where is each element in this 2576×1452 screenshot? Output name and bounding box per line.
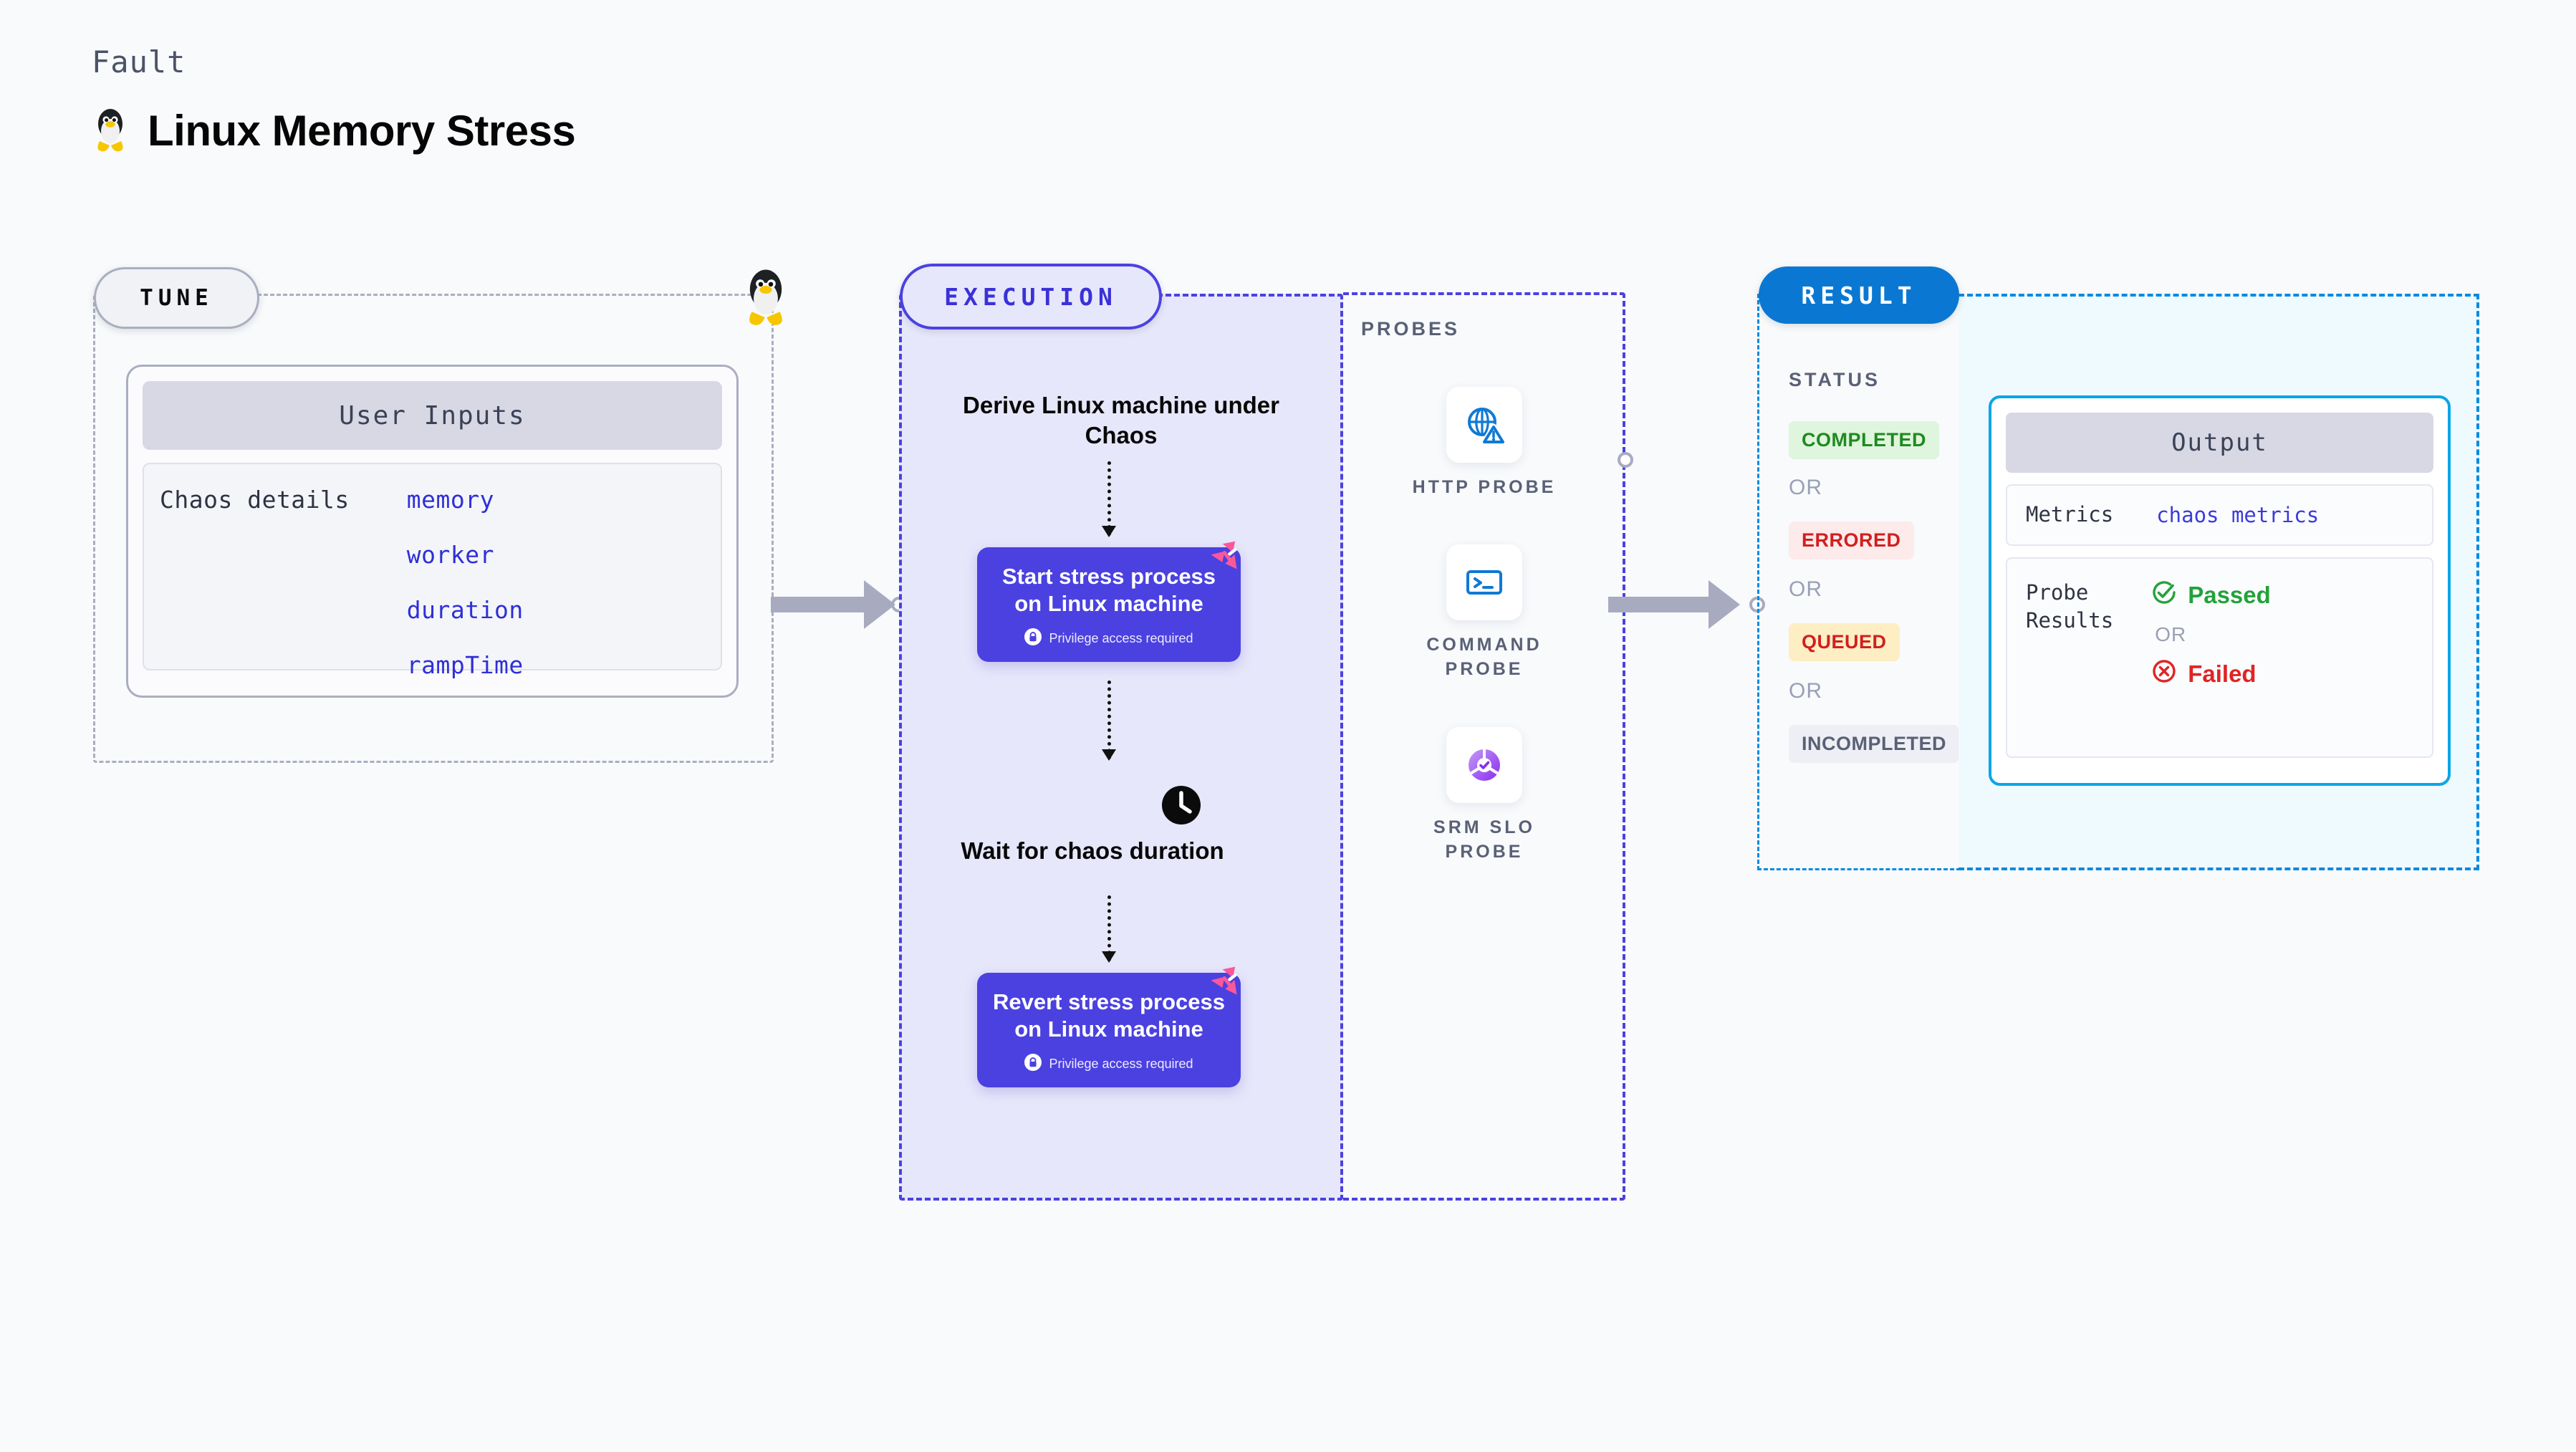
- title-row: Linux Memory Stress: [92, 105, 576, 156]
- probe-http-label: HTTP PROBE: [1412, 477, 1557, 497]
- execution-wait-label: Wait for chaos duration: [961, 837, 1224, 864]
- connector-arrowhead-probes-result: [1708, 580, 1740, 629]
- status-badge-label: COMPLETED: [1789, 421, 1940, 459]
- harness-ribbon-icon: [1211, 539, 1251, 574]
- connector-arrow-tune-exec: [771, 597, 864, 612]
- linux-tux-icon: [92, 105, 129, 156]
- x-circle-icon: [2150, 658, 2178, 691]
- connector-arrow-probes-result: [1608, 597, 1708, 612]
- chaos-param-worker[interactable]: worker: [406, 541, 494, 569]
- check-circle-icon: [2150, 579, 2178, 612]
- output-probe-results-row: Probe Results Passed OR: [2006, 557, 2433, 758]
- execution-step-note: Privilege access required: [1049, 630, 1193, 645]
- probe-srm-slo-label: SRM SLO PROBE: [1433, 817, 1535, 862]
- execution-step-start[interactable]: Start stress process on Linux machine Pr…: [977, 541, 1241, 662]
- execution-step-note: Privilege access required: [1049, 1056, 1193, 1071]
- status-badge-errored: ERRORED: [1789, 521, 1914, 559]
- slo-donut-check-icon: [1446, 727, 1522, 803]
- output-card: Output Metrics chaos metrics Probe Resul…: [1989, 395, 2451, 786]
- flow-arrow-wait-to-revert: [1102, 895, 1116, 963]
- execution-wait-node: Wait for chaos duration: [961, 784, 1363, 866]
- status-badge-completed: COMPLETED: [1789, 421, 1940, 459]
- status-badge-incompleted: INCOMPLETED: [1789, 725, 1960, 763]
- globe-warning-icon: [1446, 387, 1522, 463]
- page-title: Linux Memory Stress: [148, 107, 576, 155]
- probe-command[interactable]: COMMAND PROBE: [1398, 544, 1570, 682]
- status-or-3: OR: [1789, 679, 1822, 703]
- chaos-details-label: Chaos details: [160, 486, 350, 514]
- chaos-params-list: memory worker duration rampTime: [406, 486, 524, 679]
- output-probe-results-key: Probe Results: [2026, 580, 2114, 633]
- status-title: STATUS: [1789, 369, 1880, 390]
- flow-arrow-start-to-wait: [1102, 681, 1116, 761]
- execution-step-note-row: Privilege access required: [990, 1053, 1228, 1074]
- probe-http[interactable]: HTTP PROBE: [1398, 387, 1570, 500]
- probe-result-failed: Failed: [2150, 658, 2271, 691]
- execution-step-title: Revert stress process on Linux machine: [993, 989, 1225, 1042]
- status-badge-label: ERRORED: [1789, 521, 1914, 559]
- chaos-details-panel: Chaos details memory worker duration ram…: [143, 463, 722, 679]
- derive-step-label: Derive Linux machine under Chaos: [963, 392, 1279, 449]
- clock-icon: [1160, 784, 1202, 826]
- output-metrics-row: Metrics chaos metrics: [2006, 484, 2433, 546]
- connector-dot-probes-out: [1618, 452, 1633, 468]
- user-inputs-header: User Inputs: [143, 381, 722, 450]
- page-header: Fault Linux Memory Stress: [92, 44, 576, 156]
- probe-result-failed-label: Failed: [2188, 660, 2257, 687]
- probe-result-passed: Passed: [2150, 579, 2271, 612]
- user-inputs-card: User Inputs Chaos details memory worker …: [126, 365, 739, 698]
- terminal-icon: [1446, 544, 1522, 620]
- execution-step-revert[interactable]: Revert stress process on Linux machine P…: [977, 966, 1241, 1087]
- execution-step-title: Start stress process on Linux machine: [1001, 564, 1216, 617]
- result-pill-label[interactable]: RESULT: [1759, 266, 1959, 324]
- chaos-param-memory[interactable]: memory: [406, 486, 494, 514]
- status-or-1: OR: [1789, 476, 1822, 499]
- tune-section: [93, 294, 774, 763]
- probe-result-or: OR: [2155, 623, 2187, 645]
- output-probe-results-values: Passed OR Failed: [2150, 579, 2271, 756]
- output-header: Output: [2006, 413, 2433, 473]
- status-badge-label: INCOMPLETED: [1789, 725, 1960, 763]
- probe-srm-slo[interactable]: SRM SLO PROBE: [1398, 727, 1570, 865]
- probe-command-label: COMMAND PROBE: [1426, 635, 1542, 679]
- lock-icon: [1024, 1053, 1042, 1074]
- fault-kicker: Fault: [92, 44, 186, 80]
- lock-icon: [1024, 628, 1042, 649]
- tune-pill-label[interactable]: TUNE: [94, 267, 259, 329]
- status-badge-queued: QUEUED: [1789, 623, 1900, 661]
- harness-ribbon-icon: [1211, 964, 1251, 1000]
- execution-pill-label[interactable]: EXECUTION: [900, 264, 1162, 330]
- probes-title: PROBES: [1361, 318, 1461, 340]
- status-badge-label: QUEUED: [1789, 623, 1900, 661]
- flow-arrow-derive-to-start: [1102, 461, 1116, 537]
- execution-step-note-row: Privilege access required: [990, 628, 1228, 649]
- connector-arrowhead-tune-exec: [864, 580, 895, 629]
- status-or-2: OR: [1789, 577, 1822, 601]
- output-metrics-value[interactable]: chaos metrics: [2156, 503, 2320, 527]
- chaos-param-duration[interactable]: duration: [406, 596, 524, 624]
- output-metrics-key: Metrics: [2026, 502, 2114, 527]
- chaos-param-ramptime[interactable]: rampTime: [406, 651, 524, 679]
- linux-tux-icon: [741, 265, 791, 327]
- probe-result-passed-label: Passed: [2188, 582, 2271, 608]
